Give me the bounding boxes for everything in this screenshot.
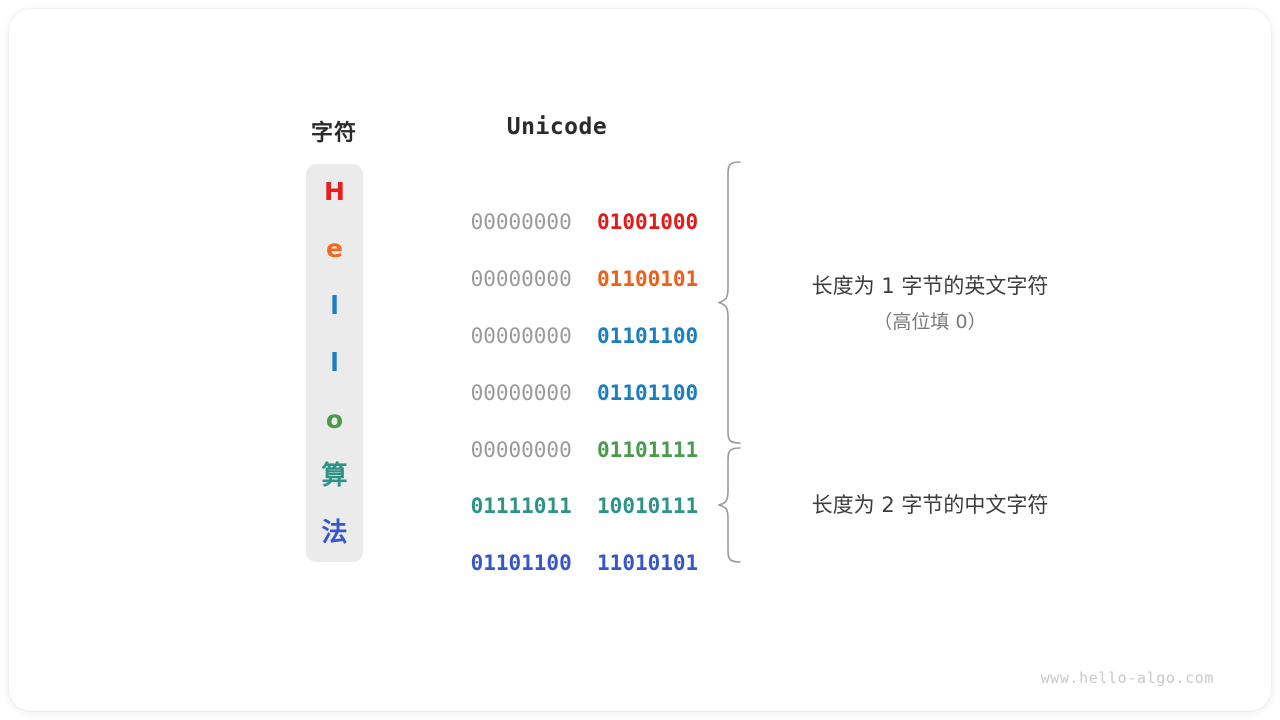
unicode-bits-row: 00000000 01100101	[420, 234, 699, 291]
unicode-low-byte: 01100101	[597, 267, 699, 291]
unicode-high-byte: 00000000	[470, 438, 572, 462]
character-cell: l	[330, 291, 339, 320]
byte-separator	[572, 438, 597, 462]
character-cell: e	[326, 234, 343, 263]
unicode-low-byte: 01101100	[597, 381, 699, 405]
unicode-bits-row: 00000000 01001000	[420, 177, 699, 234]
annotation-one-byte-line2: （高位填 0）	[873, 311, 987, 333]
unicode-high-byte: 00000000	[470, 324, 572, 348]
unicode-low-byte: 01101111	[597, 438, 699, 462]
byte-separator	[572, 210, 597, 234]
column-header-unicode: Unicode	[506, 114, 608, 140]
unicode-low-byte: 10010111	[597, 494, 699, 518]
column-header-character: 字符	[310, 121, 357, 146]
byte-separator	[572, 381, 597, 405]
byte-separator	[572, 494, 597, 518]
unicode-high-byte: 01111011	[470, 494, 572, 518]
curly-brace-two-byte	[718, 447, 741, 563]
character-cell: o	[325, 405, 344, 434]
diagram-card	[9, 9, 1271, 711]
character-column-panel	[306, 164, 363, 562]
unicode-bits-row: 00000000 01101111	[420, 405, 699, 462]
byte-separator	[572, 551, 597, 575]
unicode-bits-row: 01101100 11010101	[420, 518, 699, 575]
unicode-high-byte: 00000000	[470, 267, 572, 291]
unicode-high-byte: 01101100	[470, 551, 572, 575]
annotation-one-byte-line1: 长度为 1 字节的英文字符	[811, 274, 1049, 298]
character-cell: 法	[321, 518, 348, 548]
unicode-high-byte: 00000000	[470, 381, 572, 405]
unicode-low-byte: 11010101	[597, 551, 699, 575]
character-cell: H	[324, 177, 345, 206]
watermark-url: www.hello-algo.com	[1040, 669, 1214, 687]
unicode-bits-row: 01111011 10010111	[420, 461, 699, 518]
unicode-high-byte: 00000000	[470, 210, 572, 234]
unicode-bits-row: 00000000 01101100	[420, 291, 699, 348]
curly-brace-one-byte	[718, 161, 741, 444]
byte-separator	[572, 324, 597, 348]
character-cell: 算	[321, 461, 348, 491]
byte-separator	[572, 267, 597, 291]
annotation-two-byte-line1: 长度为 2 字节的中文字符	[811, 493, 1049, 517]
unicode-low-byte: 01001000	[597, 210, 699, 234]
character-cell: l	[330, 348, 339, 377]
unicode-low-byte: 01101100	[597, 324, 699, 348]
unicode-bits-row: 00000000 01101100	[420, 348, 699, 405]
